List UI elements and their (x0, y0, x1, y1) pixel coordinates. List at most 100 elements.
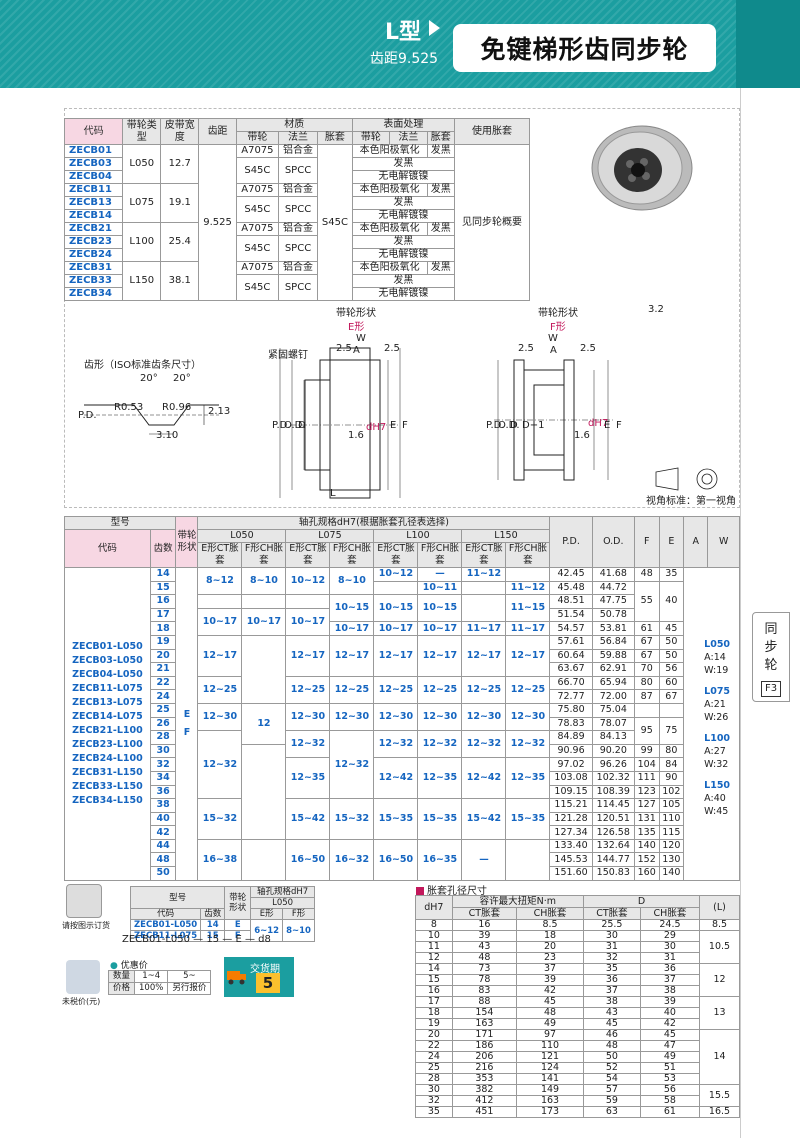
surface-cell: 本色阳极氧化 (351, 183, 428, 197)
th-sub: 法兰 (277, 131, 319, 145)
code-item: ZECB24-L100 (72, 752, 143, 764)
od-cell: 150.83 (591, 866, 635, 881)
roughness-label: 3.2 (648, 304, 664, 315)
bore-range-cell: 10~17 (197, 607, 243, 636)
l-cell: 15.5 (699, 1084, 740, 1107)
od-cell: 62.91 (591, 662, 635, 677)
od-cell: 78.07 (591, 716, 635, 732)
f-cell (633, 702, 660, 718)
pd-cell: 121.28 (549, 811, 593, 827)
order-cell: 15 (200, 930, 226, 942)
header-strip (736, 0, 800, 88)
code-item: ZECB03-L050 (72, 654, 143, 666)
e-shape-title: 带轮形状 (336, 308, 376, 319)
order-cell: 14 (200, 919, 226, 931)
order-cell: F (224, 930, 252, 942)
dimension-label: 2.13 (208, 406, 231, 417)
code-item: ZECB23-L100 (72, 738, 143, 750)
dimension-label: P.D. (78, 410, 97, 421)
bore-range-cell: 12~25 (197, 675, 243, 704)
od-cell: 56.84 (591, 634, 635, 650)
side-tab[interactable]: 同 步 轮 F3 (752, 612, 790, 702)
bushing-cell: 51 (639, 1062, 701, 1074)
e-cell: 40 (658, 580, 685, 623)
material-cell: A7075 (235, 144, 279, 158)
width-cell: 19.1 (160, 183, 200, 223)
bore-range-cell: 12~42 (373, 757, 419, 800)
th-f: F形 (282, 908, 315, 920)
od-cell: 72.00 (591, 689, 635, 704)
bore-range-cell: 12~17 (285, 634, 331, 677)
surface-cell: 本色阳极氧化 (351, 144, 428, 158)
bushing-cell: 61 (639, 1106, 701, 1118)
order-cell: 8~10 (282, 919, 315, 942)
f-cell: 55 (633, 580, 660, 623)
dimension-label: 2.5 (336, 343, 352, 354)
code-cell: ZECB33 (63, 274, 124, 288)
bushing-cell: 45 (582, 1018, 641, 1030)
pd-cell: 90.96 (549, 743, 593, 759)
pd-cell: 75.80 (549, 702, 593, 718)
th-e-ct: E形CT胀套 (373, 542, 419, 568)
bushing-cell: 35 (415, 1106, 453, 1118)
bore-range-cell: 10~11 (417, 580, 463, 596)
dimension-label: D+1 (522, 420, 545, 431)
code-item: ZECB34-L150 (72, 794, 143, 806)
e-cell: 120 (658, 838, 685, 854)
bore-range-cell (505, 838, 551, 881)
th-teeth: 齿数 (149, 529, 177, 568)
aw-w: W:45 (704, 805, 729, 817)
yen-icon (66, 960, 100, 994)
type-cell: L075 (122, 183, 162, 223)
bore-range-cell (241, 743, 287, 840)
teeth-cell: 19 (149, 634, 177, 650)
bushing-cell: 43 (451, 941, 518, 953)
pd-cell: 48.51 (549, 594, 593, 609)
teeth-cell: 21 (149, 662, 177, 677)
th-ct: CT胀套 (451, 907, 518, 920)
aw-a: A:14 (704, 651, 726, 663)
pd-cell: 54.57 (549, 621, 593, 636)
od-cell: 96.26 (591, 757, 635, 772)
surface-cell: 发黑 (351, 235, 455, 249)
th-code: 代码 (129, 908, 202, 920)
bushing-cell: 42 (639, 1018, 701, 1030)
aw-type: L050 (704, 638, 731, 650)
width-cell: 38.1 (160, 261, 200, 301)
surface-cell: 无电解镀镍 (351, 287, 455, 301)
material-cell: SPCC (277, 196, 319, 223)
code-cell: ZECB34 (63, 287, 124, 301)
e-cell: 50 (658, 634, 685, 650)
angle-label: 20° (173, 373, 191, 384)
bushing-cell: 45 (639, 1029, 701, 1041)
od-cell: 102.32 (591, 770, 635, 786)
bushing-cell: 47 (639, 1040, 701, 1052)
teeth-cell: 24 (149, 689, 177, 704)
dimension-label: D (298, 420, 306, 431)
pd-cell: 60.64 (549, 648, 593, 664)
bore-label: dH7 (366, 422, 387, 433)
screw-label: 紧固螺钉 (268, 350, 308, 361)
e-cell: 35 (658, 567, 685, 582)
order-icon-label: 请按图示订货 (62, 921, 110, 930)
dimension-label: E (604, 420, 611, 431)
code-item: ZECB11-L075 (72, 682, 143, 694)
od-cell: 47.75 (591, 594, 635, 609)
l-cell: 12 (699, 963, 740, 997)
delivery-label: 交货期 (250, 964, 280, 975)
aw-w: W:26 (704, 711, 729, 723)
bore-range-cell: 16~32 (329, 838, 375, 881)
material-cell: 铝合金 (277, 261, 319, 275)
price-label: 优惠价 (120, 961, 148, 971)
e-cell: 90 (658, 770, 685, 786)
